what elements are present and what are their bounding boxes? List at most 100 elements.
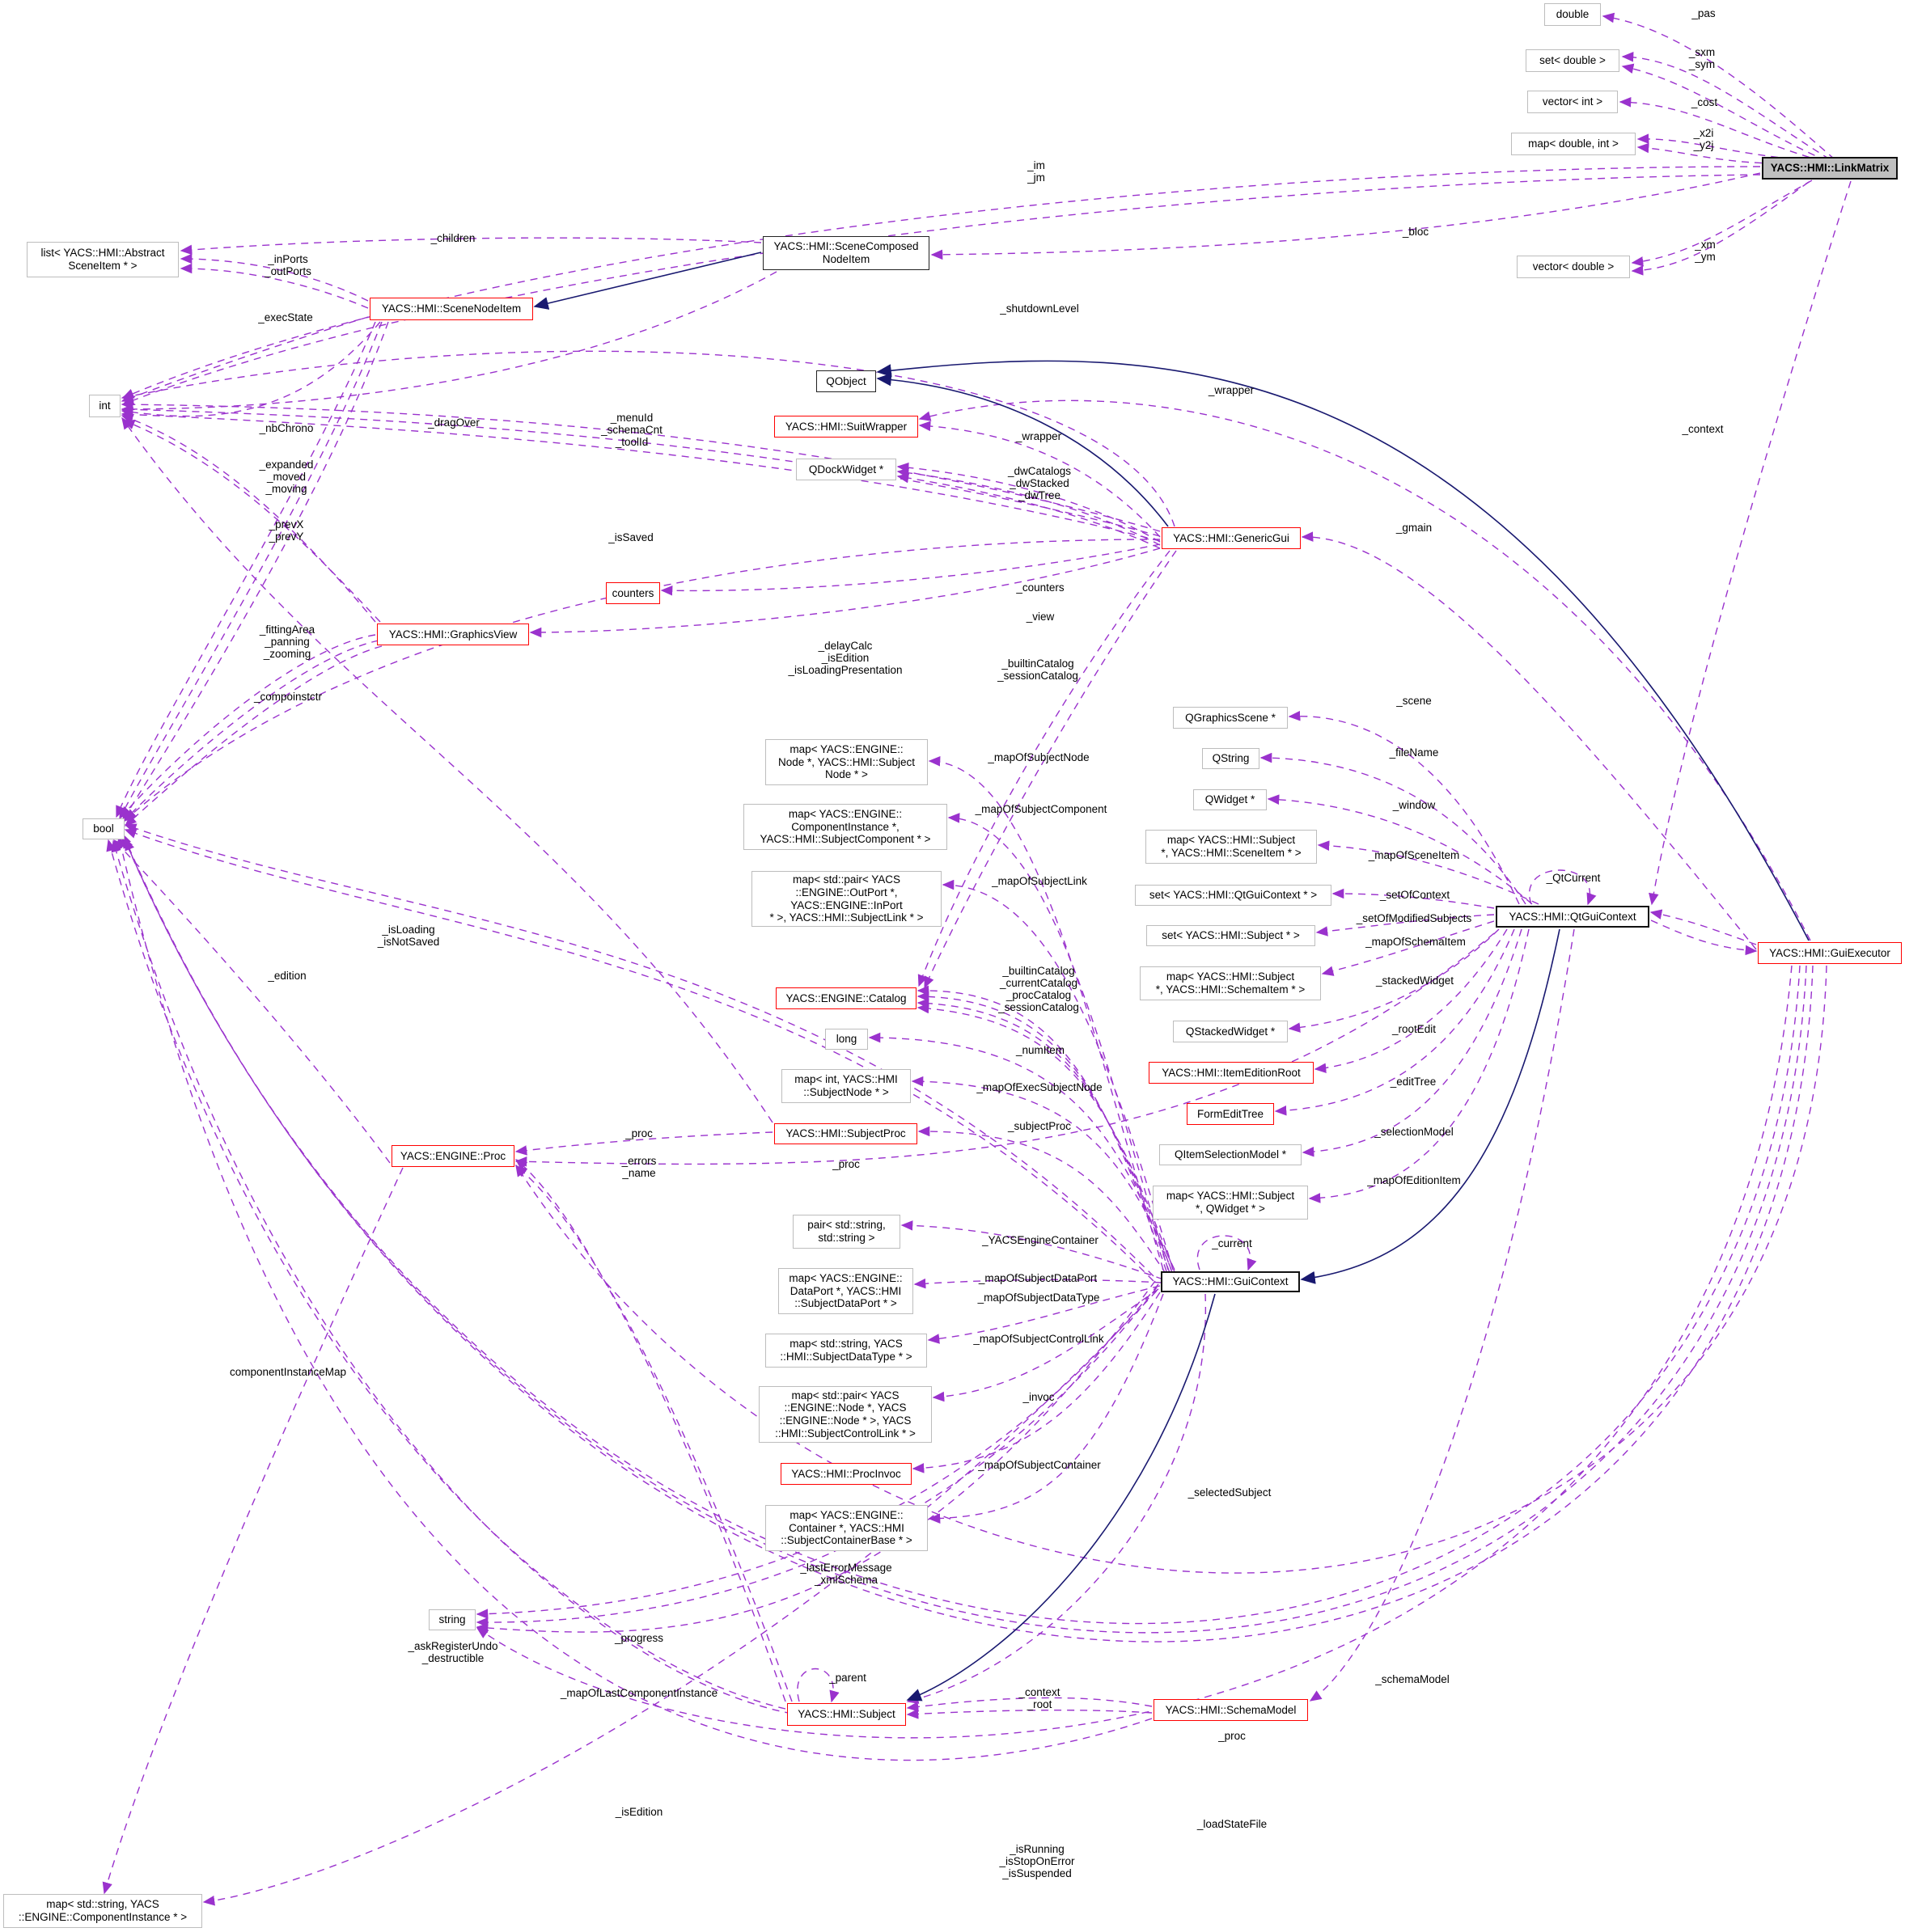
node-qtguicontext[interactable]: YACS::HMI::QtGuiContext xyxy=(1496,906,1649,928)
inheritance-edge xyxy=(906,1293,1216,1702)
usage-edge xyxy=(514,1159,786,1702)
usage-edge xyxy=(476,965,1793,1739)
usage-edge xyxy=(1315,914,1495,936)
usage-edge xyxy=(476,1280,1156,1634)
edge-label-mapOfSubjectDataPort: _mapOfSubjectDataPort xyxy=(978,1272,1098,1284)
edge-label-isSaved: _isSaved xyxy=(608,531,654,543)
usage-edge xyxy=(912,1292,1161,1473)
node-itemeditionroot[interactable]: YACS::HMI::ItemEditionRoot xyxy=(1149,1062,1314,1084)
edge-label-execState: _execState xyxy=(258,311,313,323)
edge-label-mapOfSubjectNode: _mapOfSubjectNode xyxy=(988,751,1090,763)
node-double: double xyxy=(1544,3,1601,26)
usage-edge xyxy=(529,547,1161,638)
node-graphicsview[interactable]: YACS::HMI::GraphicsView xyxy=(377,624,529,645)
usage-edge xyxy=(116,321,376,818)
node-map-subject-qwidget: map< YACS::HMI::Subject *, QWidget * > xyxy=(1153,1186,1308,1220)
node-map-double-int: map< double, int > xyxy=(1511,133,1636,155)
edge-label-window: _window xyxy=(1392,799,1436,811)
node-subject[interactable]: YACS::HMI::Subject xyxy=(787,1703,906,1726)
edge-label-bloc: _bloc xyxy=(1402,226,1429,238)
node-qobject[interactable]: QObject xyxy=(816,370,876,392)
usage-edge xyxy=(906,1293,1206,1704)
node-formedittree[interactable]: FormEditTree xyxy=(1187,1103,1274,1125)
edge-label-proc: _proc xyxy=(832,1158,860,1170)
usage-edge xyxy=(119,321,383,820)
edge-label-progress: _progress xyxy=(614,1632,664,1644)
usage-edge xyxy=(906,1697,1153,1712)
node-schemamodel[interactable]: YACS::HMI::SchemaModel xyxy=(1154,1699,1308,1721)
edge-label-sxm: _sxm _sym xyxy=(1688,46,1716,70)
node-qdockwidget: QDockWidget * xyxy=(796,459,896,480)
usage-edge xyxy=(1331,888,1495,909)
edge-label-delayCalc: _delayCalc _isEdition _isLoadingPresenta… xyxy=(788,640,903,676)
node-linkmatrix: YACS::HMI::LinkMatrix xyxy=(1762,157,1898,180)
inheritance-edge xyxy=(876,360,1810,941)
edge-label-pas: _pas xyxy=(1691,7,1716,19)
usage-edge xyxy=(927,1285,1161,1344)
usage-edge xyxy=(123,835,1807,1634)
usage-edge xyxy=(896,467,1161,546)
usage-edge xyxy=(1314,928,1508,1074)
edge-label-edition: _edition xyxy=(268,970,307,982)
node-long: long xyxy=(825,1029,868,1050)
usage-edge xyxy=(1621,63,1827,162)
usage-edge xyxy=(124,645,383,826)
usage-edge xyxy=(1529,869,1597,906)
edge-label-schemaModel: _schemaModel xyxy=(1375,1673,1450,1685)
node-subjectproc[interactable]: YACS::HMI::SubjectProc xyxy=(774,1123,917,1144)
usage-edge xyxy=(122,420,381,623)
usage-edge xyxy=(121,316,369,403)
node-pair-string-string: pair< std::string, std::string > xyxy=(793,1215,900,1249)
usage-edge xyxy=(896,472,1161,549)
edge-label-compoinstctr: _compoinstctr xyxy=(253,691,323,703)
node-procinvoc[interactable]: YACS::HMI::ProcInvoc xyxy=(781,1463,912,1485)
node-scene-composed-node-item[interactable]: YACS::HMI::SceneComposed NodeItem xyxy=(763,236,929,270)
edge-label-fittingArea: _fittingArea _panning _zooming xyxy=(259,624,315,660)
usage-edge xyxy=(917,1126,1167,1275)
usage-edge xyxy=(113,839,391,1164)
edge-label-YACSEngineContainer: _YACSEngineContainer xyxy=(982,1234,1099,1246)
usage-edge xyxy=(1321,920,1495,976)
node-proc[interactable]: YACS::ENGINE::Proc xyxy=(392,1145,514,1167)
node-int: int xyxy=(89,395,121,417)
edge-label-proc: _proc xyxy=(1218,1730,1246,1742)
usage-edge xyxy=(1317,840,1539,905)
node-counters[interactable]: counters xyxy=(606,582,660,604)
node-scene-node-item[interactable]: YACS::HMI::SceneNodeItem xyxy=(370,298,533,320)
edge-label-context: _context _root xyxy=(1018,1686,1060,1710)
edge-label-selectedSubject: _selectedSubject xyxy=(1187,1486,1272,1499)
edge-label-mapOfSchemaItem: _mapOfSchemaItem xyxy=(1365,936,1466,948)
node-qitemselectionmodel: QItemSelectionModel * xyxy=(1159,1144,1302,1165)
usage-edge xyxy=(924,550,1177,989)
node-map-string-componentinstance: map< std::string, YACS ::ENGINE::Compone… xyxy=(3,1894,202,1928)
node-catalog[interactable]: YACS::ENGINE::Catalog xyxy=(776,987,917,1009)
inheritance-edge xyxy=(1300,928,1560,1284)
node-guiexecutor[interactable]: YACS::HMI::GuiExecutor xyxy=(1758,942,1902,964)
node-genericgui[interactable]: YACS::HMI::GenericGui xyxy=(1162,527,1301,549)
node-map-container-subjectcontainerbase: map< YACS::ENGINE:: Container *, YACS::H… xyxy=(765,1505,928,1551)
node-bool: bool xyxy=(83,818,125,839)
usage-edge xyxy=(917,550,1171,987)
usage-edge xyxy=(121,166,1761,399)
node-suitwrapper[interactable]: YACS::HMI::SuitWrapper xyxy=(774,416,918,438)
usage-edge xyxy=(1309,928,1575,1702)
usage-edge xyxy=(121,414,376,623)
edge-label-mapOfSubjectDataType: _mapOfSubjectDataType xyxy=(977,1292,1100,1304)
usage-edge xyxy=(106,839,786,1710)
node-vector-int: vector< int > xyxy=(1527,91,1618,113)
inheritance-edge xyxy=(876,373,1169,527)
usage-edge xyxy=(917,991,1171,1274)
usage-edge xyxy=(1267,794,1533,905)
usage-edge xyxy=(917,1003,1177,1277)
node-guicontext[interactable]: YACS::HMI::GuiContext xyxy=(1161,1271,1300,1292)
edge-label-stackedWidget: _stackedWidget xyxy=(1375,974,1454,987)
usage-edge xyxy=(896,462,1161,543)
edge-label-subjectProc: _subjectProc xyxy=(1007,1120,1072,1132)
edge-label-current: _current xyxy=(1212,1237,1252,1249)
edge-label-children: _children xyxy=(430,232,476,244)
node-map-pair-subjectcontrollink: map< std::pair< YACS ::ENGINE::Node *, Y… xyxy=(759,1386,932,1443)
edge-label-builtinCatalog: _builtinCatalog _sessionCatalog xyxy=(997,657,1078,682)
usage-edge xyxy=(928,756,1164,1270)
node-map-subject-schemaitem: map< YACS::HMI::Subject *, YACS::HMI::Sc… xyxy=(1140,966,1321,1000)
usage-edge xyxy=(868,1032,1172,1270)
